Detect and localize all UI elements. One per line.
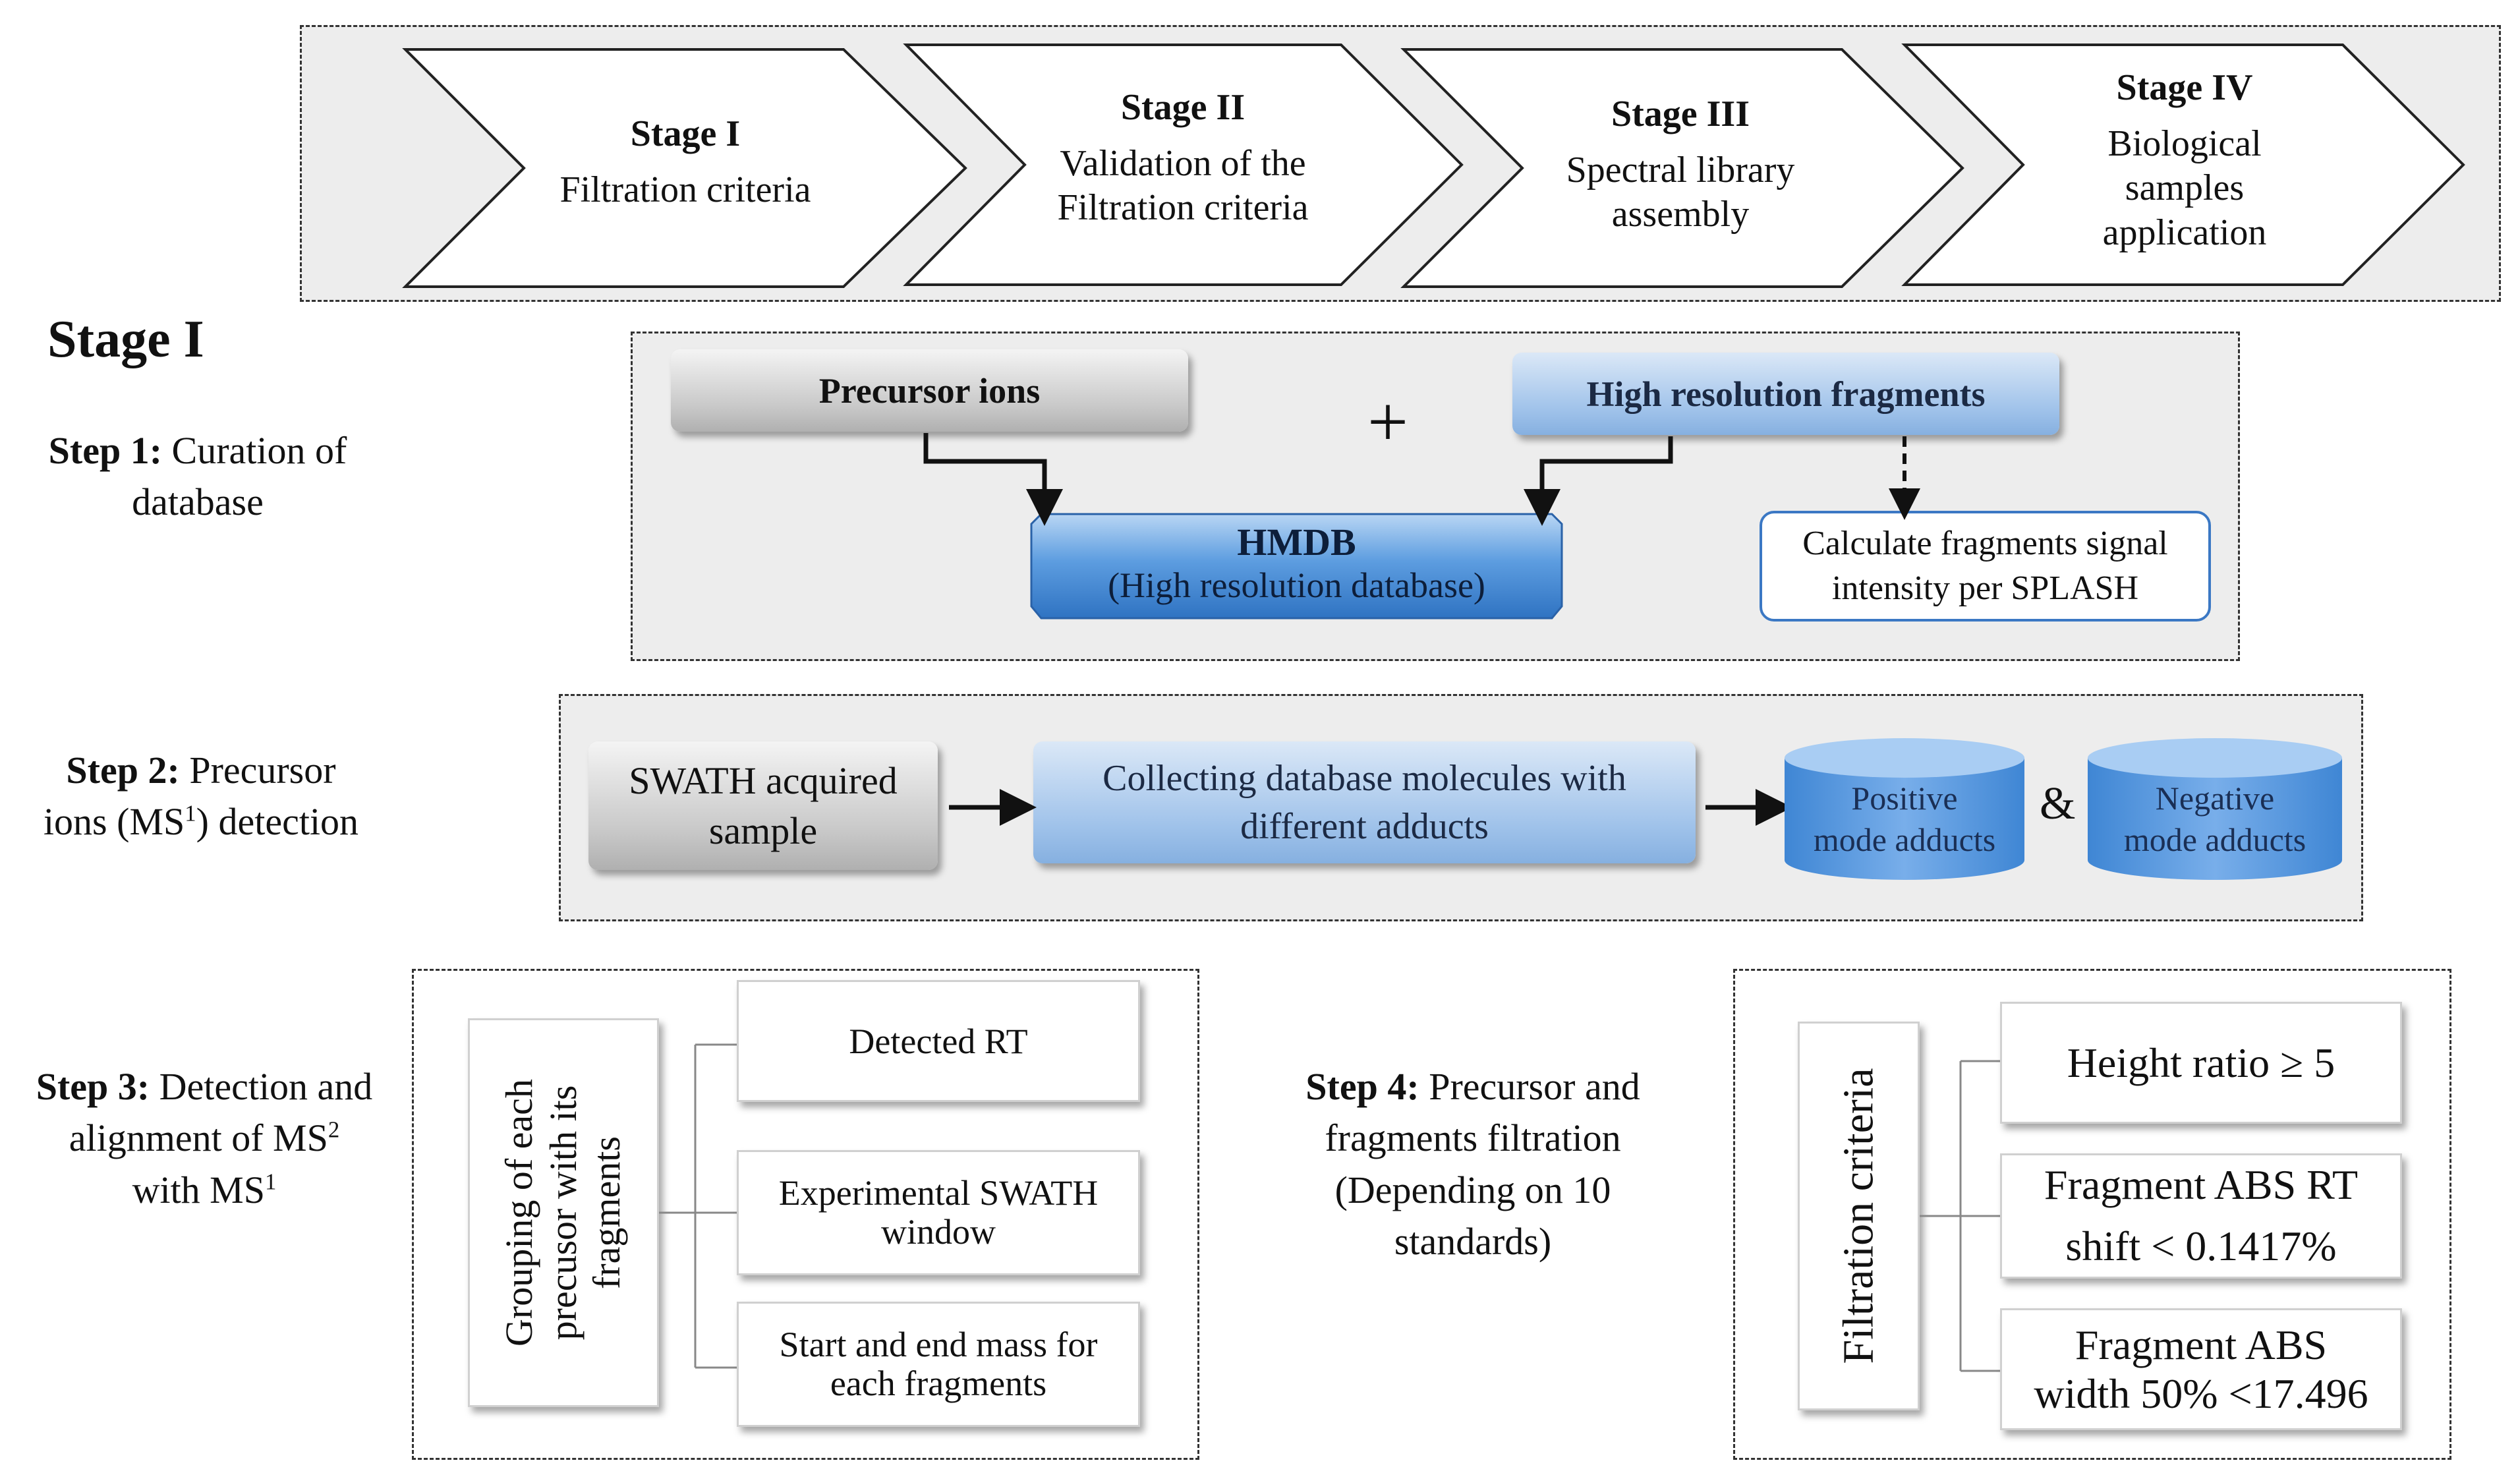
- stage-3-subtitle-1: Spectral library: [1566, 150, 1795, 191]
- precursor-ions-box: Precursor ions: [671, 349, 1188, 432]
- step-2-label: Step 2: Precursor ions (MS1) detection: [13, 745, 389, 848]
- detected-rt-box: Detected RT: [737, 980, 1140, 1102]
- step-3-bold: Step 3:: [36, 1065, 150, 1108]
- hmdb-text: HMDB (High resolution database): [1031, 521, 1562, 606]
- positive-cylinder: [1785, 738, 2024, 880]
- stage-4-subtitle-1: Biological: [2107, 123, 2262, 165]
- step-2-line2a: ions (MS: [43, 800, 185, 844]
- stage-4-subtitle-3: application: [2102, 212, 2267, 253]
- start-end-mass-box: Start and end mass for each fragments: [737, 1302, 1140, 1427]
- collect-molecules-box: Collecting database molecules with diffe…: [1033, 741, 1696, 863]
- hmdb-title: HMDB: [1237, 521, 1356, 564]
- filtration-criteria-label-box: Filtration criteria: [1798, 1022, 1920, 1410]
- high-res-fragments-label: High resolution fragments: [1586, 374, 1986, 414]
- swath-sample-box: SWATH acquired sample: [588, 741, 938, 870]
- collect-line-2: different adducts: [1240, 805, 1489, 847]
- step-4-label: Step 4: Precursor and fragments filtrati…: [1269, 1061, 1677, 1267]
- positive-line-1: Positive: [1851, 780, 1958, 817]
- precursor-ions-label: Precursor ions: [818, 370, 1041, 411]
- splash-line-1: Calculate fragments signal: [1802, 525, 2168, 563]
- stage-4-title: Stage IV: [2116, 67, 2253, 108]
- stage-chevron-1: [402, 48, 967, 288]
- width-line-2: width 50% <17.496: [2034, 1370, 2368, 1417]
- negative-label: Negative mode adducts: [2088, 778, 2342, 860]
- step-4-rest: Precursor and: [1429, 1065, 1640, 1108]
- step-1-label: Step 1: Curation of database: [20, 425, 376, 529]
- step-3-sup1: 1: [265, 1169, 277, 1195]
- step-3-line3: with MS: [132, 1168, 266, 1211]
- stage-2-subtitle-2: Filtration criteria: [1057, 187, 1309, 229]
- stage-2-subtitle-1: Validation of the: [1060, 143, 1306, 185]
- step-3-line2: alignment of MS: [69, 1116, 328, 1160]
- step-2-rest: Precursor: [189, 749, 336, 792]
- precursor-to-hmdb-arrow: [923, 433, 1063, 526]
- hmdb-subtitle: (High resolution database): [1108, 565, 1485, 605]
- swath-line-1: SWATH acquired: [629, 759, 898, 803]
- plus-sign: +: [1367, 382, 1409, 462]
- step-1-rest: Curation of: [171, 429, 347, 472]
- stage-chevron-3: [1400, 48, 1964, 288]
- height-ratio-box: Height ratio ≥ 5: [2000, 1002, 2402, 1124]
- step-3-sup2: 2: [328, 1116, 340, 1143]
- stage-1-title: Stage I: [630, 113, 741, 154]
- rt-shift-box: Fragment ABS RT shift < 0.1417%: [2000, 1153, 2402, 1279]
- stage-4-label: Stage IV Biological samples application: [2013, 66, 2356, 255]
- grouping-box: Grouping of each precusor with its fragm…: [468, 1018, 659, 1407]
- rt-shift-line-2: shift < 0.1417%: [2065, 1223, 2337, 1269]
- fragments-to-hmdb-arrow: [1524, 436, 1673, 526]
- stage-1-label: Stage I Filtration criteria: [514, 112, 857, 212]
- stage-1-subtitle: Filtration criteria: [559, 169, 811, 211]
- splash-line-2: intensity per SPLASH: [1831, 569, 2139, 607]
- step-1-bold: Step 1:: [48, 429, 163, 472]
- step-2-bold: Step 2:: [66, 749, 180, 792]
- step-2-sup: 1: [185, 800, 196, 826]
- step-4-line-1: fragments filtration: [1325, 1116, 1621, 1160]
- stage-3-title: Stage III: [1611, 94, 1750, 134]
- negative-line-1: Negative: [2155, 780, 2275, 817]
- stage-2-title: Stage II: [1120, 87, 1246, 128]
- swath-line-2: sample: [708, 809, 818, 852]
- stage-3-subtitle-2: assembly: [1611, 194, 1750, 235]
- stage-3-label: Stage III Spectral library assembly: [1509, 92, 1852, 237]
- stage-4-subtitle-2: samples: [2125, 167, 2245, 209]
- section-heading: Stage I: [47, 310, 204, 368]
- positive-label: Positive mode adducts: [1785, 778, 2024, 860]
- experimental-swath-line-1: Experimental SWATH: [778, 1172, 1099, 1213]
- start-end-mass-line-2: each fragments: [830, 1364, 1047, 1403]
- rt-shift-line-1: Fragment ABS RT: [2044, 1161, 2359, 1209]
- step-4-line-2: (Depending on 10: [1334, 1168, 1611, 1211]
- step-4-bold: Step 4:: [1305, 1065, 1419, 1108]
- height-ratio-label: Height ratio ≥ 5: [2067, 1039, 2335, 1086]
- width-line-1: Fragment ABS: [2075, 1321, 2328, 1368]
- splash-box: Calculate fragments signal intensity per…: [1760, 511, 2211, 622]
- experimental-swath-box: Experimental SWATH window: [737, 1150, 1140, 1275]
- step-3-label: Step 3: Detection and alignment of MS2 w…: [13, 1061, 395, 1216]
- positive-line-2: mode adducts: [1813, 821, 1996, 858]
- negative-line-2: mode adducts: [2123, 821, 2306, 858]
- step-1-line2: database: [132, 480, 264, 524]
- negative-cylinder: [2088, 738, 2342, 880]
- step-3-rest: Detection and: [159, 1065, 373, 1108]
- collect-line-1: Collecting database molecules with: [1102, 757, 1626, 799]
- stage-2-label: Stage II Validation of the Filtration cr…: [1012, 86, 1354, 231]
- ampersand: &: [2040, 778, 2076, 829]
- start-end-mass-line-1: Start and end mass for: [779, 1324, 1098, 1364]
- experimental-swath-line-2: window: [881, 1212, 996, 1252]
- step-2-line2b: ) detection: [196, 800, 359, 844]
- width-box: Fragment ABS width 50% <17.496: [2000, 1308, 2402, 1430]
- detected-rt-label: Detected RT: [849, 1021, 1028, 1061]
- stage-chevron-4: [1901, 43, 2465, 286]
- stage-chevron-2: [903, 43, 1464, 286]
- step-4-line-3: standards): [1394, 1219, 1552, 1263]
- high-res-fragments-box: High resolution fragments: [1512, 353, 2059, 435]
